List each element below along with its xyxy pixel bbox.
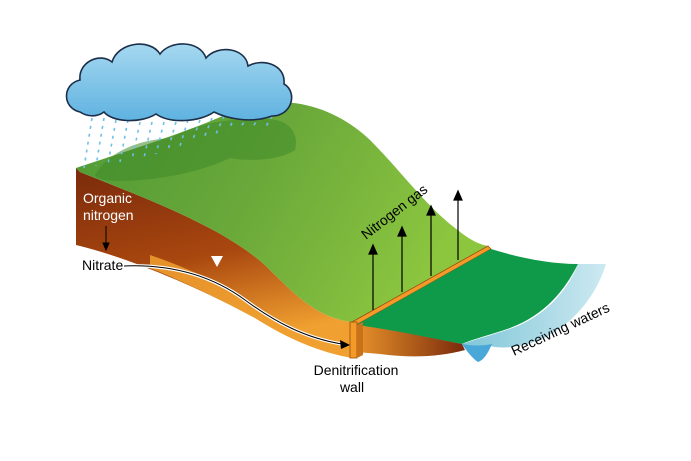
label-organic-nitrogen-2: nitrogen <box>83 207 134 223</box>
cloud-shadow <box>95 119 296 182</box>
stream-channel <box>462 344 492 362</box>
nitrogen-gas-arrows <box>368 189 463 310</box>
nitrate-flow-arrow <box>123 264 350 349</box>
organic-to-nitrate-arrow <box>102 226 110 252</box>
label-nitrate: Nitrate <box>82 257 123 273</box>
label-denitrification-wall-1: Denitrification <box>314 362 399 378</box>
soil-lower-band <box>150 255 352 358</box>
denitrification-wall-side <box>357 322 363 358</box>
wetland-surface <box>356 249 578 344</box>
label-organic-nitrogen-1: Organic <box>83 190 132 206</box>
rain-cloud <box>65 43 293 122</box>
denitrification-wall <box>349 321 358 359</box>
water-table-icon <box>211 256 223 267</box>
receiving-water <box>462 264 606 362</box>
label-denitrification-wall-2: wall <box>339 379 364 395</box>
soil-cross-section <box>76 168 352 358</box>
wetland-soil <box>356 325 465 357</box>
